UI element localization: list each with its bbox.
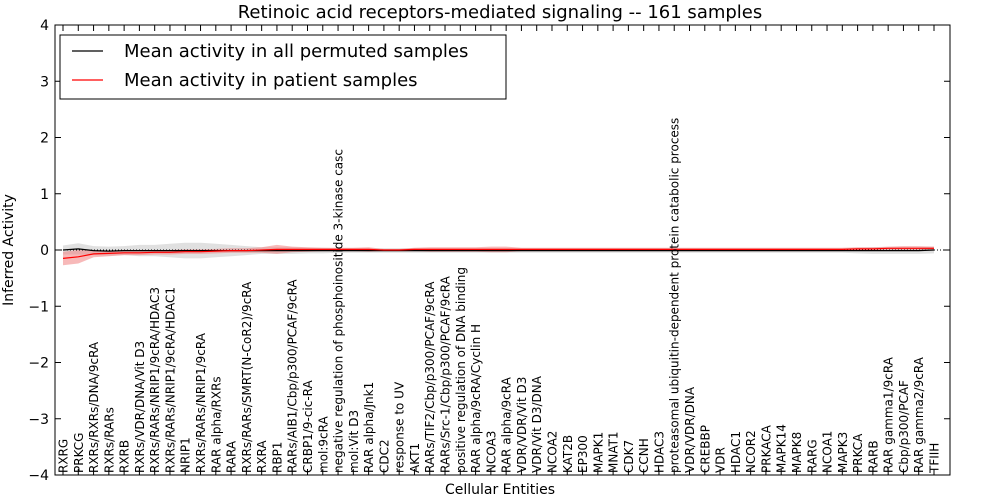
x-tick-label: MAPK1 (591, 432, 605, 473)
confidence-bands (63, 242, 934, 266)
x-tick-label: RARs/TIF2/Cbp/p300/PCAF/9cRA (423, 281, 437, 473)
x-tick-label: RXRs/RARs/NRIP1/9cRA/HDAC3 (148, 287, 162, 473)
x-tick-label: RXRs/RARs/NRIP1/9cRA (194, 332, 208, 473)
x-tick-label: RAR alpha/Jnk1 (362, 382, 376, 473)
x-tick-label: CDC2 (377, 439, 391, 473)
x-tick-label: RBP1 (270, 442, 284, 473)
x-tick-label: RAR alpha/9cRA (500, 376, 514, 473)
x-tick-label: NRIP1 (179, 437, 193, 473)
y-tick-label: −3 (28, 412, 49, 428)
x-tick-label: response to UV (393, 381, 407, 473)
x-tick-label: CCNH (637, 438, 651, 473)
x-tick-label: MAPK3 (836, 432, 850, 473)
x-tick-label: RAR alpha/9cRA/Cyclin H (469, 324, 483, 473)
series-lines (55, 247, 950, 259)
x-tick-label: RXRs/RXRs/DNA/9cRA (87, 341, 101, 473)
x-tick-label: RXRs/RARs/NRIP1/9cRA/HDAC1 (163, 287, 177, 473)
x-tick-label: VDR/VDR/DNA (683, 386, 697, 473)
x-tick-label: CDK7 (622, 440, 636, 473)
x-tick-label: proteasomal ubiquitin-dependent protein … (668, 118, 682, 473)
y-tick-label: 4 (40, 18, 49, 34)
x-tick-label: VDR/VDR/Vit D3 (515, 377, 529, 473)
y-axis-label: Inferred Activity (1, 194, 17, 306)
x-tick-label: TFIIH (928, 443, 942, 474)
legend-box (59, 34, 507, 100)
x-tick-label: RXRs/VDR/DNA/Vit D3 (133, 341, 147, 473)
x-tick-label: RARA (225, 440, 239, 473)
legend-label-patient: Mean activity in patient samples (124, 70, 418, 91)
x-tick-label: RAR gamma2/9cRA (912, 356, 926, 473)
x-tick-label: PRKCG (72, 433, 86, 473)
x-tick-label: RXRB (118, 440, 132, 473)
x-tick-label: MNAT1 (607, 431, 621, 473)
x-tick-label: RARG (805, 439, 819, 473)
chart-title: Retinoic acid receptors-mediated signali… (238, 2, 763, 23)
y-tick-label: 3 (40, 74, 49, 90)
y-tick-label: −4 (28, 468, 49, 484)
x-tick-label: KAT2B (561, 435, 575, 473)
x-tick-label: RXRG (57, 439, 71, 473)
line-series-1 (62, 247, 934, 259)
x-tick-label: Cbp/p300/PCAF (897, 380, 911, 473)
x-tick-label: NCOA3 (484, 431, 498, 473)
x-tick-label: positive regulation of DNA binding (454, 267, 468, 473)
y-tick-label: −2 (28, 356, 49, 372)
x-tick-label: NCOA2 (545, 431, 559, 473)
x-tick-label: AKT1 (408, 443, 422, 473)
x-tick-label: RXRA (255, 440, 269, 473)
legend: Mean activity in all permuted samples Me… (59, 34, 507, 100)
x-tick-label: NCOA1 (821, 431, 835, 473)
x-tick-label: PRKACA (759, 424, 773, 473)
x-tick-label: RAR gamma1/9cRA (882, 356, 896, 473)
x-tick-label: RARs/Src-1/Cbp/p300/PCAF/9cRA (439, 275, 453, 473)
x-tick-label: VDR/Vit D3/DNA (530, 375, 544, 473)
x-axis-label: Cellular Entities (445, 482, 555, 498)
x-tick-label: mol:9cRA (316, 416, 330, 473)
x-tick-label: RXRs/RARs (102, 407, 116, 473)
y-axis: 4 3 2 1 0 −1 −2 −3 −4 (28, 18, 950, 484)
x-tick-label: NCOR2 (744, 430, 758, 473)
x-tick-label: MAPK8 (790, 432, 804, 473)
x-tick-label: HDAC3 (652, 431, 666, 473)
x-tick-label: CREBBP (698, 425, 712, 473)
x-tick-label: PRKCA (851, 433, 865, 473)
x-tick-label: RAR alpha/RXRs (209, 376, 223, 473)
x-tick-label: VDR (714, 447, 728, 473)
x-tick-label: CRBP1/9-cic-RA (301, 379, 315, 473)
y-tick-label: 2 (40, 131, 49, 147)
x-tick-label: RXRs/RARs/SMRT(N-CoR2)/9cRA (240, 281, 254, 473)
x-tick-label: RARB (866, 440, 880, 473)
x-tick-label: RARs/AIB1/Cbp/p300/PCAF/9cRA (286, 279, 300, 473)
x-tick-label: MAPK14 (775, 424, 789, 473)
y-tick-label: 0 (40, 243, 49, 259)
x-tick-label: EP300 (576, 435, 590, 473)
y-tick-label: −1 (28, 299, 49, 315)
y-tick-label: 1 (40, 187, 49, 203)
legend-label-permuted: Mean activity in all permuted samples (124, 41, 468, 62)
line-series-0 (62, 248, 935, 252)
x-tick-label: mol:Vit D3 (347, 410, 361, 473)
x-tick-label: HDAC1 (729, 431, 743, 473)
x-tick-label: negative regulation of phosphoinositide … (332, 149, 346, 473)
